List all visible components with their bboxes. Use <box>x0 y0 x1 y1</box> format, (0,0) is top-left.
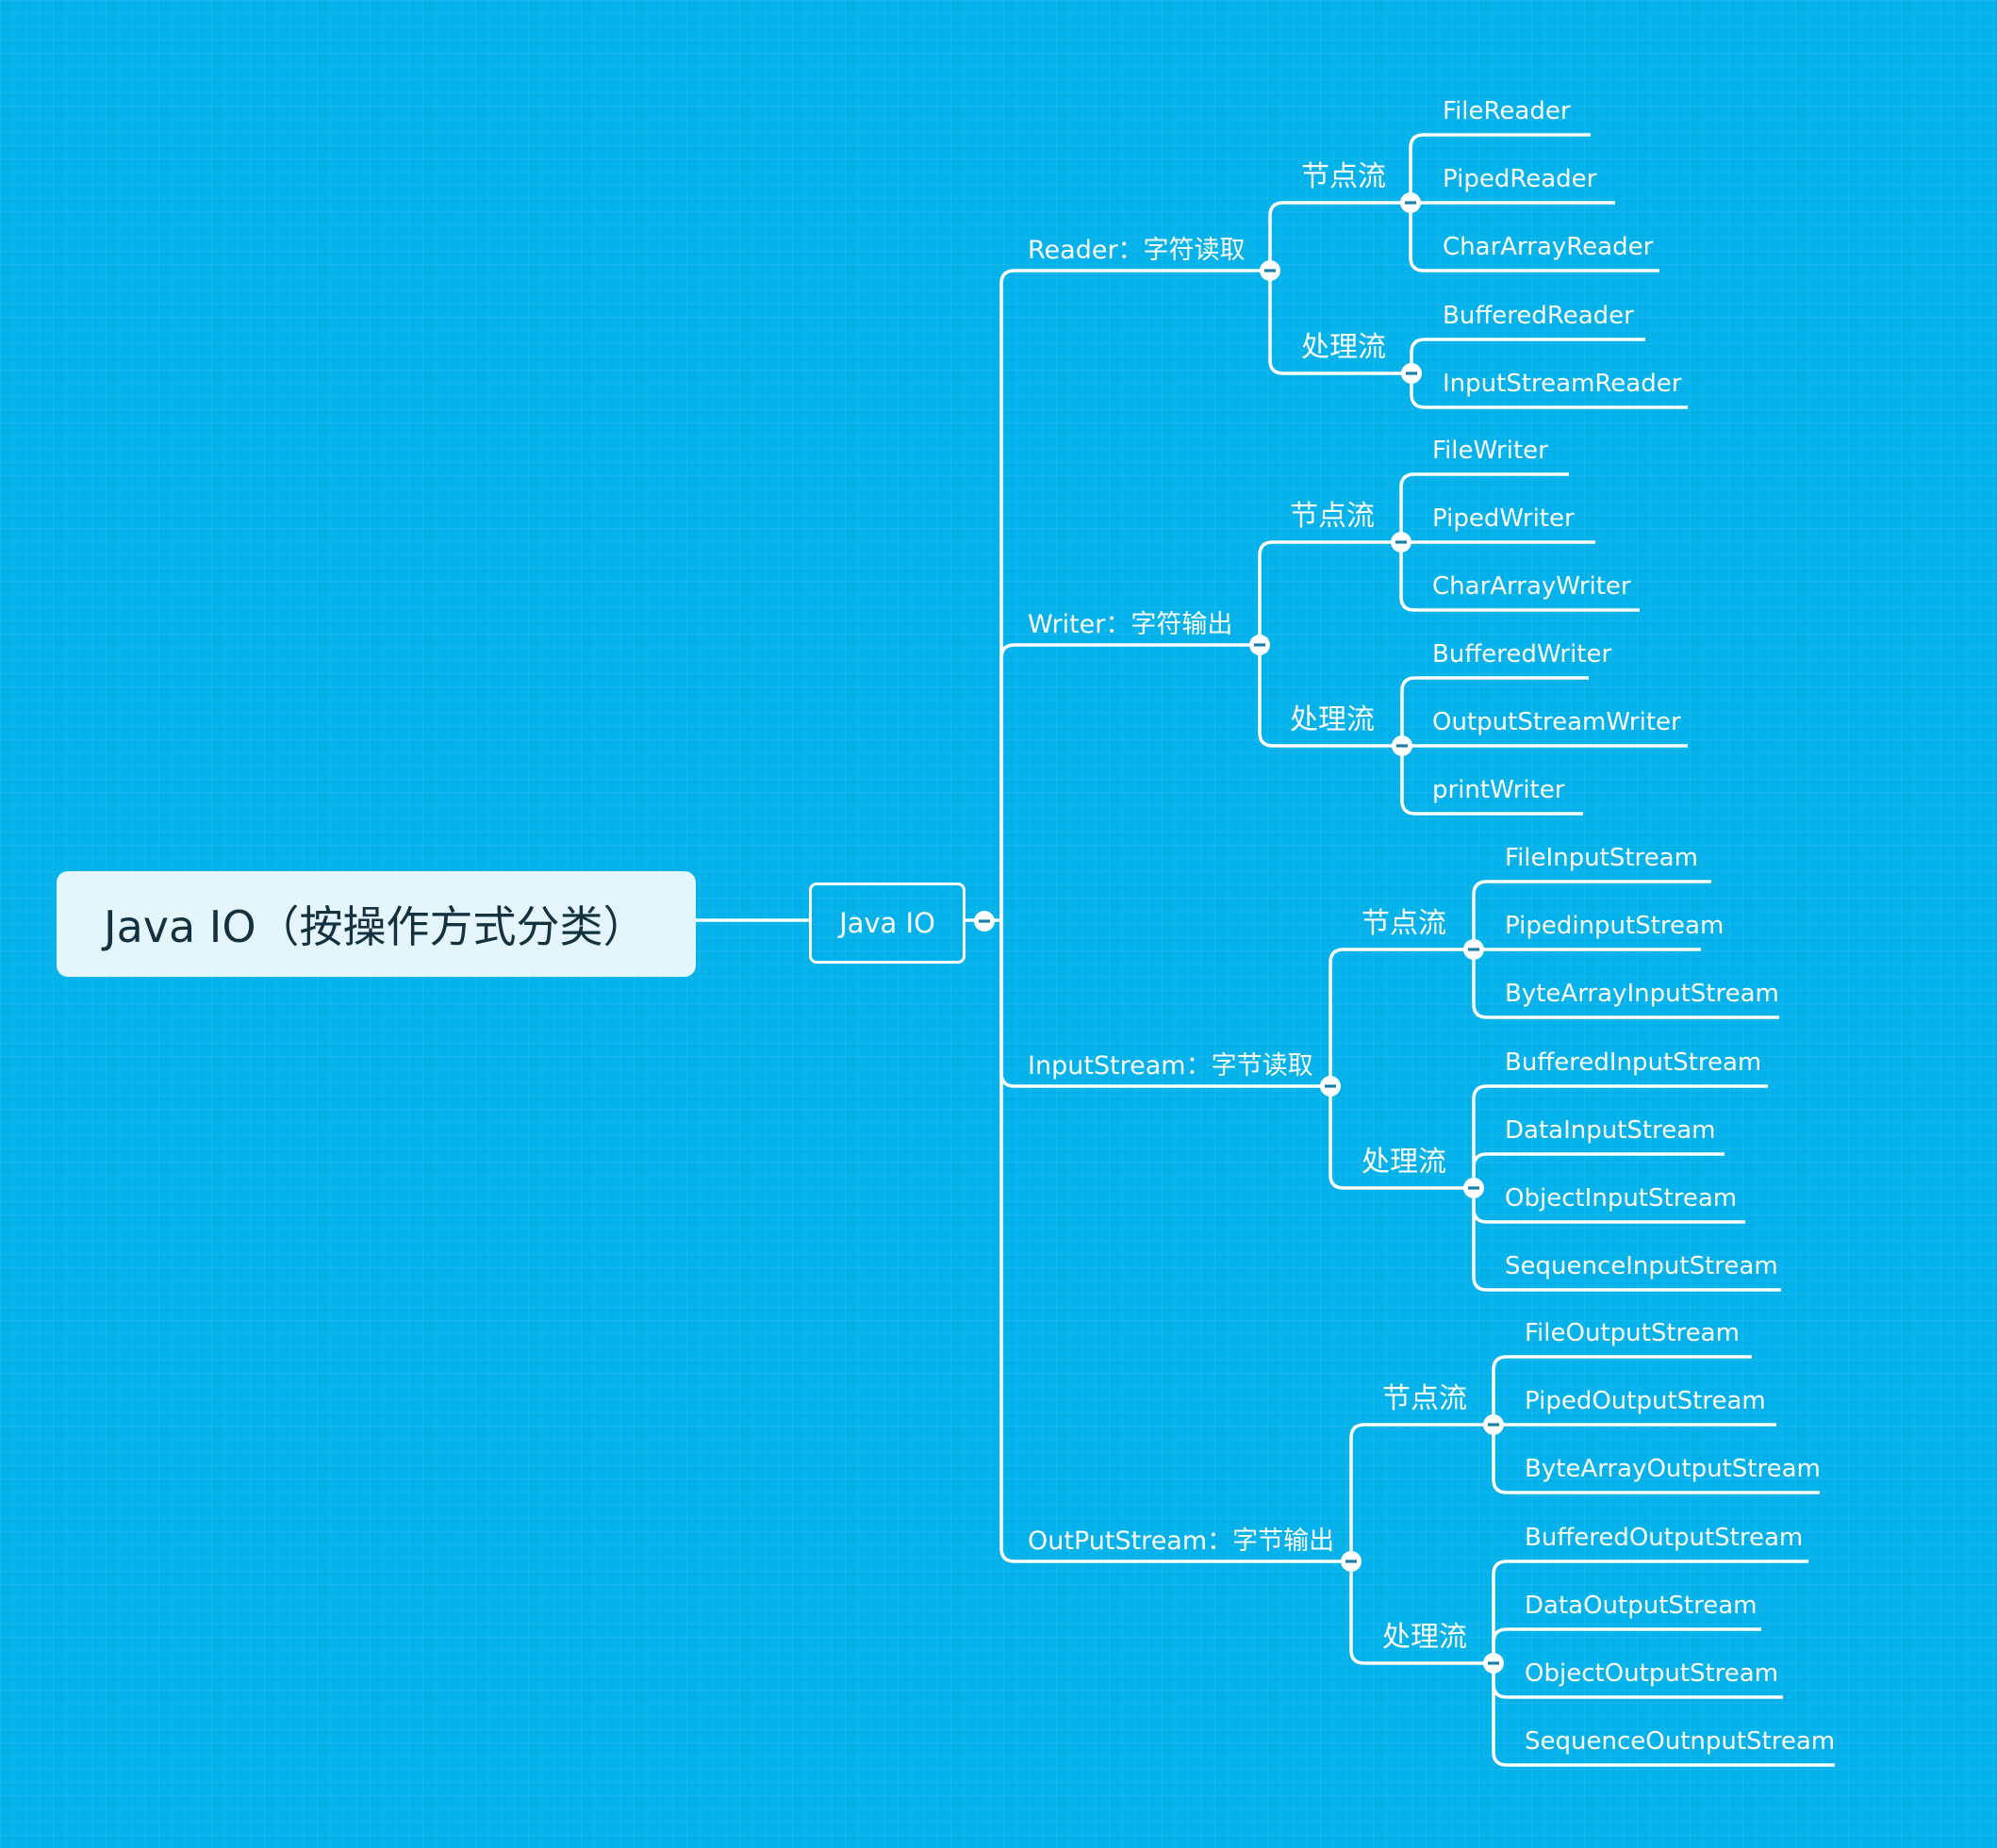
group-line-0-1 <box>1268 271 1411 375</box>
leaf-line-3-1-0 <box>1492 1559 1808 1663</box>
branch-line-1 <box>999 643 1260 920</box>
group-label-1-1[interactable]: 处理流 <box>1290 703 1375 736</box>
group-label-0-1[interactable]: 处理流 <box>1301 331 1386 364</box>
collapse-toggle-branch-3[interactable] <box>1341 1551 1362 1572</box>
collapse-toggle-branch-0[interactable] <box>1260 260 1280 281</box>
leaf-line-1-0-0 <box>1399 472 1569 542</box>
branch-label-1[interactable]: Writer：字符输出 <box>1028 610 1233 639</box>
leaf-label-0-0-1[interactable]: PipedReader <box>1443 165 1597 193</box>
root-topic[interactable]: Java IO（按操作方式分类） <box>57 871 696 977</box>
leaf-label-3-1-1[interactable]: DataOutputStream <box>1525 1592 1758 1620</box>
leaf-line-0-0-2 <box>1409 203 1659 272</box>
branch-label-3[interactable]: OutPutStream：字节输出 <box>1028 1526 1335 1556</box>
central-topic-label: Java IO <box>839 907 935 939</box>
collapse-toggle-group-0-1[interactable] <box>1401 363 1422 384</box>
leaf-line-0-1-0 <box>1410 338 1645 373</box>
group-label-2-1[interactable]: 处理流 <box>1362 1146 1446 1179</box>
collapse-toggle-group-2-0[interactable] <box>1463 939 1484 960</box>
leaf-label-0-1-1[interactable]: InputStreamReader <box>1443 370 1682 398</box>
group-label-2-0[interactable]: 节点流 <box>1362 907 1446 940</box>
collapse-toggle-group-3-0[interactable] <box>1483 1414 1504 1435</box>
group-label-0-0[interactable]: 节点流 <box>1301 160 1386 193</box>
group-line-2-0 <box>1329 948 1474 1086</box>
leaf-line-2-1-3 <box>1472 1188 1781 1292</box>
leaf-label-1-1-0[interactable]: BufferedWriter <box>1432 640 1612 668</box>
leaf-line-3-0-0 <box>1492 1355 1752 1425</box>
leaf-line-1-1-0 <box>1400 676 1589 746</box>
collapse-toggle-group-2-1[interactable] <box>1463 1178 1484 1198</box>
leaf-label-1-0-0[interactable]: FileWriter <box>1432 437 1548 465</box>
leaf-line-3-1-3 <box>1492 1663 1835 1767</box>
leaf-line-2-1-1 <box>1472 1152 1725 1188</box>
group-line-0-0 <box>1268 201 1411 271</box>
branch-label-2[interactable]: InputStream：字节读取 <box>1028 1051 1313 1081</box>
collapse-toggle-branch-2[interactable] <box>1320 1076 1341 1097</box>
leaf-label-1-1-2[interactable]: printWriter <box>1432 776 1565 804</box>
leaf-label-2-0-1[interactable]: PipedinputStream <box>1505 912 1725 940</box>
leaf-line-2-1-0 <box>1472 1084 1768 1188</box>
leaf-line-2-0-0 <box>1472 880 1711 949</box>
leaf-label-1-0-1[interactable]: PipedWriter <box>1432 504 1575 533</box>
leaf-label-1-0-2[interactable]: CharArrayWriter <box>1432 572 1631 601</box>
leaf-label-2-1-2[interactable]: ObjectInputStream <box>1505 1184 1738 1213</box>
leaf-label-2-1-3[interactable]: SequenceInputStream <box>1505 1252 1778 1280</box>
leaf-label-3-1-2[interactable]: ObjectOutputStream <box>1525 1659 1779 1688</box>
group-label-3-0[interactable]: 节点流 <box>1382 1382 1467 1415</box>
leaf-label-2-0-2[interactable]: ByteArrayInputStream <box>1505 980 1779 1008</box>
leaf-line-3-0-2 <box>1492 1425 1820 1494</box>
group-line-1-0 <box>1258 540 1401 645</box>
branch-line-3 <box>999 920 1351 1563</box>
collapse-toggle-center[interactable] <box>974 911 995 932</box>
branch-line-0 <box>999 269 1270 920</box>
collapse-toggle-group-1-0[interactable] <box>1391 532 1411 553</box>
collapse-toggle-group-3-1[interactable] <box>1483 1653 1504 1674</box>
leaf-label-2-0-0[interactable]: FileInputStream <box>1505 844 1698 872</box>
leaf-label-2-1-1[interactable]: DataInputStream <box>1505 1116 1716 1145</box>
collapse-toggle-branch-1[interactable] <box>1249 635 1270 655</box>
leaf-label-0-1-0[interactable]: BufferedReader <box>1443 302 1634 330</box>
leaf-line-2-0-2 <box>1472 949 1779 1019</box>
leaf-label-3-0-0[interactable]: FileOutputStream <box>1525 1319 1740 1347</box>
leaf-line-1-1-2 <box>1400 746 1583 816</box>
leaf-label-3-0-2[interactable]: ByteArrayOutputStream <box>1525 1455 1821 1483</box>
leaf-label-1-1-1[interactable]: OutputStreamWriter <box>1432 708 1681 736</box>
leaf-label-3-1-0[interactable]: BufferedOutputStream <box>1525 1524 1804 1552</box>
central-topic[interactable]: Java IO <box>809 883 965 964</box>
group-line-2-1 <box>1329 1086 1474 1190</box>
leaf-line-1-0-2 <box>1399 542 1640 612</box>
leaf-line-0-0-0 <box>1409 133 1591 203</box>
group-line-3-0 <box>1349 1423 1494 1561</box>
branch-label-0[interactable]: Reader：字符读取 <box>1028 236 1246 265</box>
collapse-toggle-group-0-0[interactable] <box>1400 192 1421 213</box>
group-label-1-0[interactable]: 节点流 <box>1290 500 1375 533</box>
leaf-label-0-0-0[interactable]: FileReader <box>1443 97 1571 125</box>
root-topic-label: Java IO（按操作方式分类） <box>104 901 647 952</box>
leaf-line-0-1-1 <box>1410 373 1688 409</box>
group-label-3-1[interactable]: 处理流 <box>1382 1621 1467 1654</box>
leaf-label-2-1-0[interactable]: BufferedInputStream <box>1505 1048 1762 1077</box>
group-line-3-1 <box>1349 1561 1494 1665</box>
leaf-label-3-1-3[interactable]: SequenceOutnputStream <box>1525 1727 1836 1756</box>
leaf-line-3-1-1 <box>1492 1627 1761 1663</box>
group-line-1-1 <box>1258 645 1402 748</box>
collapse-toggle-group-1-1[interactable] <box>1392 735 1412 756</box>
leaf-label-0-0-2[interactable]: CharArrayReader <box>1443 233 1654 261</box>
leaf-label-3-0-1[interactable]: PipedOutputStream <box>1525 1387 1766 1415</box>
